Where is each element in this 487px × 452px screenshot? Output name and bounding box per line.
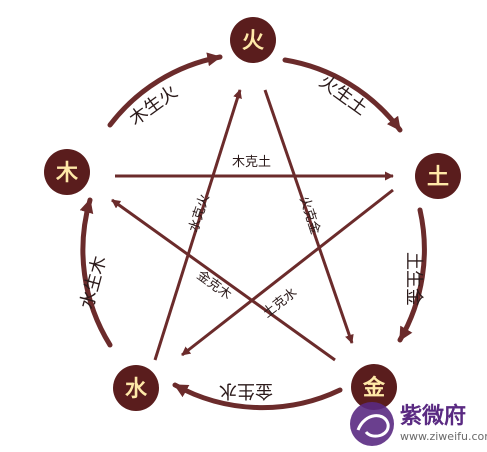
arrow-earth-to-water [181,188,394,357]
node-fire: 火 [230,17,276,63]
node-wood-label: 木 [55,161,79,186]
brand-watermark: 紫微府 www.ziweifu.com [350,402,487,446]
label-wood-controls-earth: 木克土 [232,155,271,170]
arc-water-to-wood [79,197,113,348]
generating-cycle [79,52,427,411]
brand-url: www.ziweifu.com [400,430,487,443]
arrow-metal-to-wood [111,198,336,362]
node-wood: 木 [44,149,90,195]
node-metal-label: 金 [362,375,386,401]
node-fire-label: 火 [242,29,264,54]
label-earth-generates-metal: 土生金 [403,252,424,306]
label-metal-generates-water: 金生水 [219,380,273,401]
arrow-water-to-fire [153,89,242,361]
label-water-controls-fire: 水克火 [187,192,213,234]
label-fire-controls-metal: 火克金 [296,194,323,236]
node-water-label: 水 [125,377,148,402]
arrow-fire-to-metal [263,89,354,344]
node-earth-label: 土 [427,165,449,190]
arc-fire-to-earth [282,57,403,133]
arc-metal-to-water [172,382,343,411]
arc-wood-to-fire [107,52,223,128]
node-metal: 金 [351,364,397,410]
arc-earth-to-metal [397,207,427,343]
brand-name: 紫微府 [400,403,466,429]
controlling-star [111,89,394,362]
node-earth: 土 [415,153,461,199]
node-water: 水 [113,365,159,411]
label-wood-generates-fire: 木生火 [126,81,182,130]
brand-logo-swirl [356,414,390,438]
